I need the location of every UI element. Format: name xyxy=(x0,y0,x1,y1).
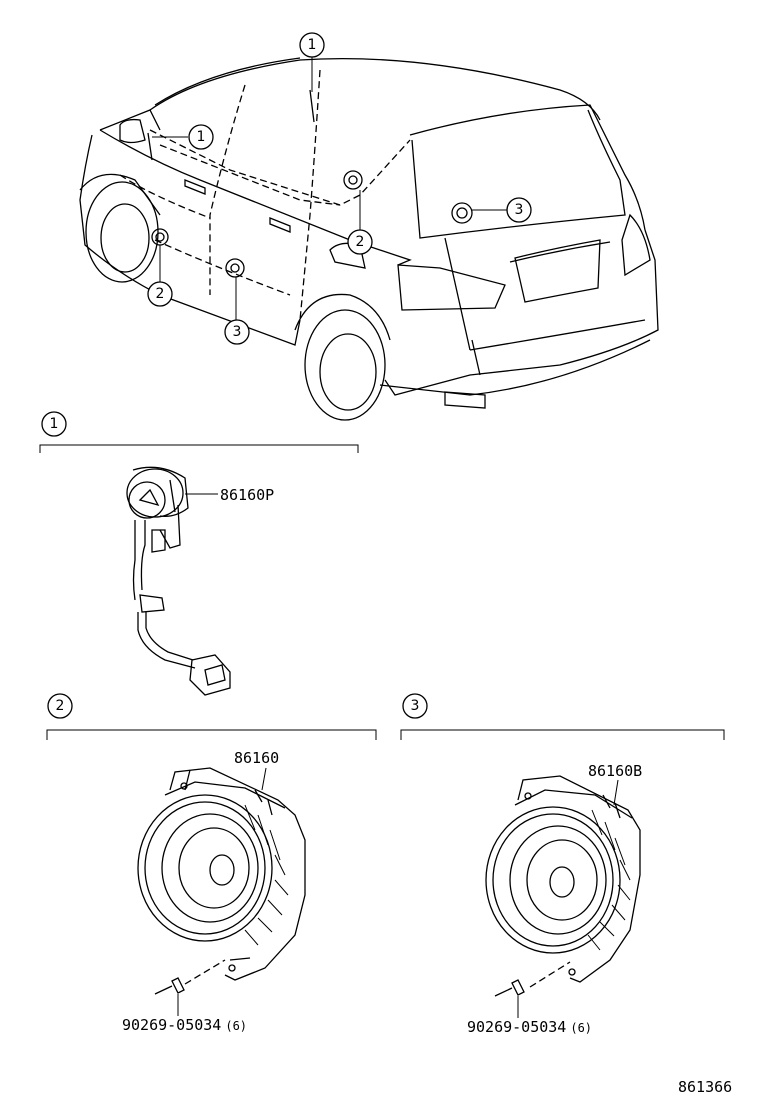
section-number: 2 xyxy=(56,698,65,714)
screw-part-number-label: 90269-05034(6) xyxy=(122,1016,247,1034)
callout-3-rear: 3 xyxy=(506,197,532,223)
rear-speaker-illustration xyxy=(485,775,641,997)
callout-2-rear-door: 2 xyxy=(347,229,373,255)
section-3-rear-speaker: 3 86160B 90269-05034(6) xyxy=(400,693,725,1036)
callout-2-front-door: 2 xyxy=(147,281,173,307)
callout-number: 2 xyxy=(356,234,365,250)
section-1-tweeter: 1 86160P xyxy=(39,411,359,696)
part-number-label: 86160B xyxy=(588,762,642,780)
callout-number: 2 xyxy=(156,286,165,302)
diagram-id: 861366 xyxy=(678,1078,732,1096)
section-number: 3 xyxy=(411,698,420,714)
front-speaker-illustration xyxy=(137,767,306,995)
section-bracket xyxy=(46,729,377,740)
callout-number: 1 xyxy=(197,129,206,145)
tweeter-illustration xyxy=(126,466,231,696)
section-bracket xyxy=(39,444,359,453)
section-2-front-speaker: 2 86160 90269-05034(6) xyxy=(46,693,377,1034)
callout-number: 1 xyxy=(308,37,317,53)
part-number-label: 86160 xyxy=(234,749,279,767)
section-bracket xyxy=(400,729,725,740)
section-number: 1 xyxy=(50,416,59,432)
callout-1-roof: 1 xyxy=(299,32,325,58)
callout-number: 3 xyxy=(233,324,242,340)
vehicle-illustration xyxy=(79,55,659,421)
callout-3-side: 3 xyxy=(224,319,250,345)
callout-1-pillar: 1 xyxy=(188,124,214,150)
callout-number: 3 xyxy=(515,202,524,218)
screw-part-number-label: 90269-05034(6) xyxy=(467,1018,592,1036)
part-number-label: 86160P xyxy=(220,486,274,504)
